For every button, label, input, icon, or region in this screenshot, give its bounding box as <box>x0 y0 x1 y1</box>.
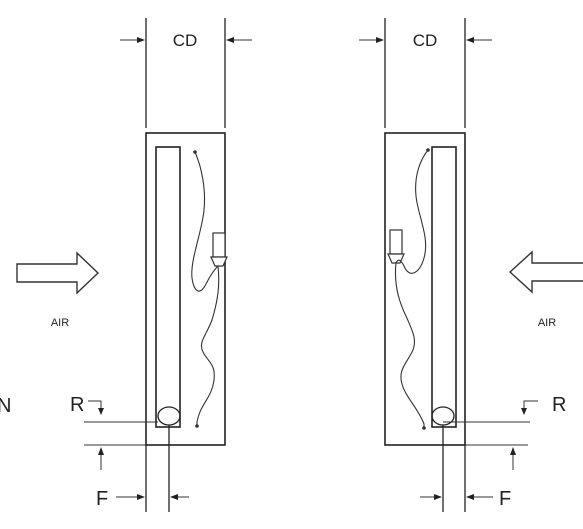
right-f-label: F <box>499 488 511 510</box>
left-f-vertical-arrowhead <box>98 447 104 455</box>
left-f-label: F <box>96 488 108 510</box>
right-cd-dimension: CD <box>359 18 492 128</box>
right-panel: CD AIR R F <box>359 18 583 512</box>
right-cd-arrowhead-right <box>466 37 474 43</box>
right-f-vertical-arrowhead <box>510 447 516 455</box>
right-f-arrowhead-left <box>434 494 442 500</box>
left-sensor-wire <box>191 151 220 426</box>
left-sensor-bulb <box>210 232 228 267</box>
right-sensor-bulb <box>387 229 405 264</box>
right-cd-label: CD <box>413 31 438 50</box>
right-cd-arrowhead-left <box>376 37 384 43</box>
right-r-arrowhead <box>521 408 527 415</box>
left-cd-arrowhead-right <box>226 37 234 43</box>
left-coil-slab <box>155 146 181 428</box>
right-wire-end-top <box>426 148 430 152</box>
left-f-arrowhead-right <box>170 494 178 500</box>
right-r-leader <box>523 400 538 411</box>
left-cd-arrowhead-left <box>137 37 145 43</box>
left-f-arrowhead-left <box>137 494 145 500</box>
left-air-label: AIR <box>51 317 69 329</box>
right-air-flow-arrow <box>508 250 583 294</box>
right-f-arrowhead-right <box>466 494 474 500</box>
left-cd-dimension: CD <box>120 18 252 128</box>
left-r-label: R <box>70 394 84 416</box>
left-wire-end-bottom <box>195 424 199 428</box>
left-wire-end-top <box>193 150 197 154</box>
left-panel: CD AIR R F N <box>0 18 252 512</box>
left-edge-fragment: N <box>0 395 11 417</box>
left-r-leader <box>88 400 102 411</box>
left-r-arrowhead <box>98 408 104 415</box>
right-air-label: AIR <box>538 317 556 329</box>
left-cd-label: CD <box>173 31 198 50</box>
right-sensor-wire <box>394 149 429 428</box>
right-r-label: R <box>552 394 566 416</box>
right-coil-slab <box>431 146 457 428</box>
left-air-flow-arrow <box>16 251 100 295</box>
right-wire-end-bottom <box>422 426 426 430</box>
